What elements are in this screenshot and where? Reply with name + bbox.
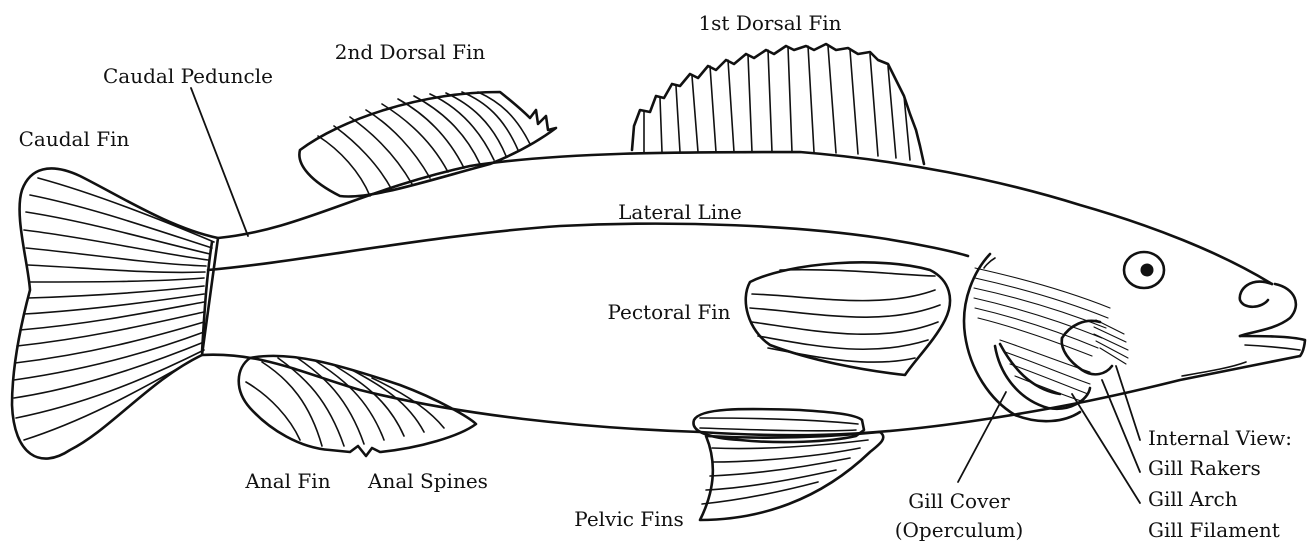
label-caudal-peduncle: Caudal Peduncle	[103, 64, 273, 88]
second-dorsal-fin	[299, 92, 556, 197]
caudal-fin	[12, 168, 218, 458]
label-second-dorsal-fin: 2nd Dorsal Fin	[335, 40, 486, 64]
label-pectoral-fin: Pectoral Fin	[607, 300, 730, 324]
label-caudal-fin: Caudal Fin	[19, 127, 130, 151]
label-internal-view: Internal View:	[1148, 426, 1292, 450]
label-gill-cover: Gill Cover	[908, 489, 1010, 513]
leader-lines	[191, 88, 1140, 503]
label-pelvic-fins: Pelvic Fins	[574, 507, 683, 531]
pectoral-fin	[746, 262, 950, 375]
first-dorsal-fin	[632, 44, 924, 164]
pelvic-fins	[693, 409, 883, 520]
gill-region	[964, 254, 1128, 421]
label-lateral-line: Lateral Line	[618, 200, 742, 224]
label-gill-filament: Gill Filament	[1148, 518, 1280, 542]
label-gill-arch: Gill Arch	[1148, 487, 1238, 511]
label-first-dorsal-fin: 1st Dorsal Fin	[698, 11, 841, 35]
label-anal-fin: Anal Fin	[244, 469, 330, 493]
label-operculum: (Operculum)	[895, 518, 1024, 542]
label-gill-rakers: Gill Rakers	[1148, 456, 1261, 480]
label-anal-spines: Anal Spines	[367, 469, 488, 493]
